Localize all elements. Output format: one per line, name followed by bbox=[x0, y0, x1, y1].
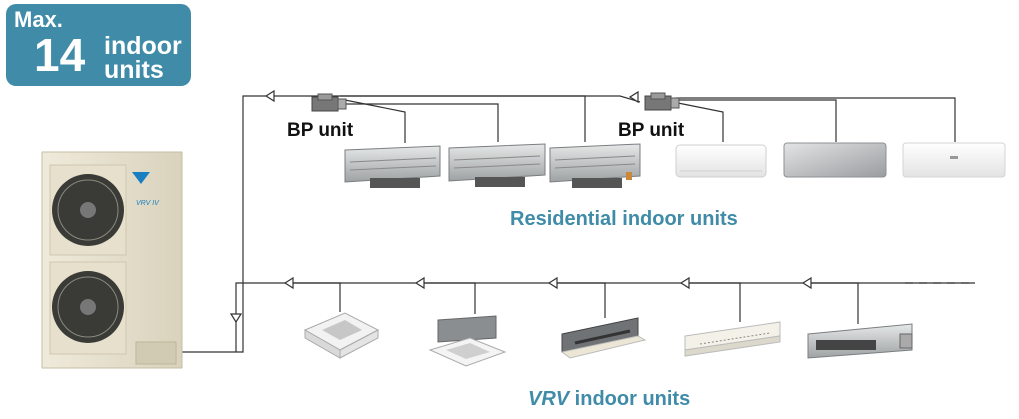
badge-count: 14 bbox=[34, 29, 86, 81]
outdoor-logo-text: VRV IV bbox=[136, 200, 160, 207]
ceiling-suspended bbox=[684, 321, 781, 357]
vrv-indoor-units-label: VRV indoor units bbox=[528, 388, 690, 411]
bp-unit-2 bbox=[644, 92, 680, 111]
vrv-label-italic: VRV bbox=[528, 388, 570, 410]
vrv-label-rest: indoor units bbox=[569, 388, 691, 410]
flow-arrows bbox=[229, 89, 812, 324]
ducted-vrv bbox=[807, 323, 913, 359]
ducted-unit-3 bbox=[549, 143, 641, 188]
max-units-badge: Max. 14 indoor units bbox=[6, 4, 191, 86]
wall-unit-silver bbox=[783, 142, 887, 178]
cassette-2way bbox=[560, 317, 647, 359]
refrigerant-piping bbox=[182, 95, 975, 353]
bp-unit-label-1: BP unit bbox=[287, 120, 354, 141]
residential-indoor-units-label: Residential indoor units bbox=[510, 208, 738, 230]
badge-max: Max. bbox=[14, 7, 63, 32]
cassette-compact bbox=[428, 315, 507, 367]
wall-unit-white-2 bbox=[902, 142, 1006, 178]
badge-line1: indoor bbox=[104, 32, 182, 60]
bp-unit-1 bbox=[311, 93, 347, 112]
badge-line2: units bbox=[104, 56, 164, 84]
cassette-round-flow bbox=[303, 312, 380, 359]
ducted-unit-1 bbox=[344, 145, 441, 188]
wall-unit-white bbox=[675, 144, 767, 178]
ducted-unit-2 bbox=[448, 143, 546, 187]
outdoor-unit: VRV IV bbox=[41, 151, 183, 369]
bp-unit-label-2: BP unit bbox=[618, 120, 685, 141]
